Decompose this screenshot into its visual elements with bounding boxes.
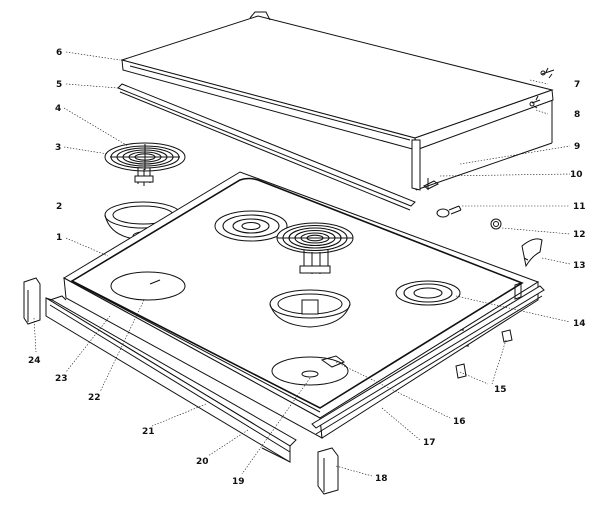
callout-22: 22: [88, 393, 101, 403]
callout-3: 3: [55, 143, 61, 153]
callout-15: 15: [494, 385, 507, 395]
callout-13: 13: [573, 261, 586, 271]
hardware-parts: [423, 67, 555, 230]
callout-4: 4: [55, 104, 61, 114]
callout-7: 7: [574, 80, 580, 90]
callout-labels: 1 2 3 4 5 6 7 8 9 10 11 12 13 14 15 16 1…: [28, 48, 586, 487]
callout-24: 24: [28, 356, 41, 366]
callout-23: 23: [55, 374, 68, 384]
callout-2: 2: [56, 202, 62, 212]
leader-lines: [33, 51, 571, 477]
front-trim-assembly: [45, 295, 297, 463]
callout-10: 10: [570, 170, 583, 180]
callout-12: 12: [573, 230, 586, 240]
brackets: [23, 238, 543, 495]
callout-8: 8: [574, 110, 580, 120]
callout-11: 11: [573, 202, 586, 212]
side-trim: [311, 285, 545, 435]
callout-18: 18: [375, 474, 388, 484]
callout-1: 1: [56, 233, 62, 243]
callout-17: 17: [423, 438, 436, 448]
callout-5: 5: [56, 80, 62, 90]
callout-21: 21: [142, 427, 155, 437]
surface-element-small: [104, 142, 186, 186]
callout-19: 19: [232, 477, 245, 487]
callout-16: 16: [453, 417, 466, 427]
callout-9: 9: [574, 142, 580, 152]
callout-6: 6: [56, 48, 62, 58]
trim-strip: [117, 83, 416, 211]
callout-20: 20: [196, 457, 209, 467]
callout-14: 14: [573, 319, 586, 329]
control-panel-cover: [120, 11, 554, 191]
